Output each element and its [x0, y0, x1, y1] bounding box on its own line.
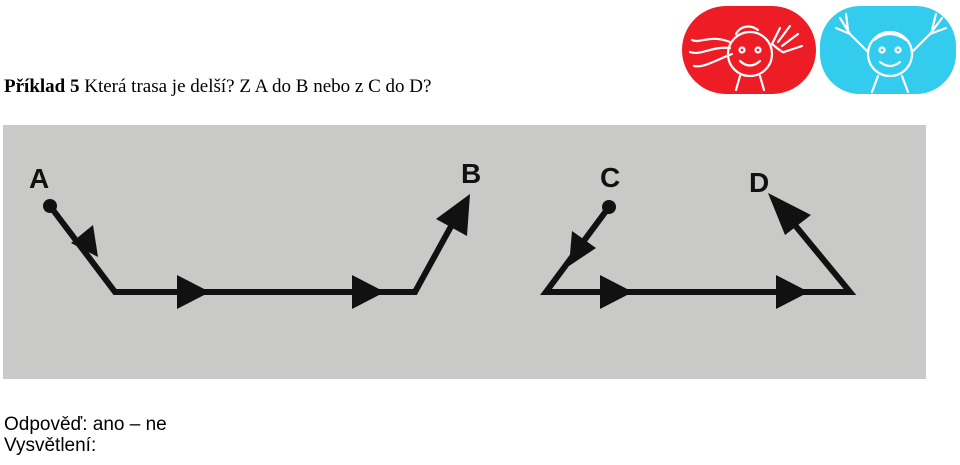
arrow-head-icon: [352, 275, 385, 309]
answer-prompt: Odpověď: ano – ne: [4, 414, 167, 435]
point-label-d: D: [749, 167, 769, 198]
route-c-d: C D: [540, 162, 857, 309]
path-a-b: [47, 204, 463, 295]
arrow-head-icon: [776, 275, 809, 309]
answer-block: Odpověď: ano – ne Vysvětlení:: [4, 414, 167, 456]
example-label: Příklad 5: [4, 76, 80, 97]
arrow-head-icon: [436, 194, 470, 236]
arrow-head-icon: [768, 193, 811, 235]
boy-face-logo: [820, 6, 956, 94]
figure-background: [3, 125, 926, 379]
arrow-head-icon: [177, 275, 210, 309]
explanation-label: Vysvětlení:: [4, 435, 97, 456]
route-figure: A B C D: [3, 125, 926, 379]
arrow-head-icon: [71, 225, 98, 257]
question-text: Která trasa je delší? Z A do B nebo z C …: [84, 76, 432, 97]
arrow-head-icon: [569, 231, 596, 266]
point-label-a: A: [29, 163, 49, 194]
arrow-head-icon: [600, 275, 633, 309]
logos: [682, 6, 956, 94]
point-label-b: B: [461, 158, 481, 189]
girl-face-logo: [682, 6, 816, 94]
point-label-c: C: [600, 162, 620, 193]
route-a-b: A B: [29, 158, 481, 309]
question-line: Příklad 5 Která trasa je delší? Z A do B…: [4, 76, 431, 98]
